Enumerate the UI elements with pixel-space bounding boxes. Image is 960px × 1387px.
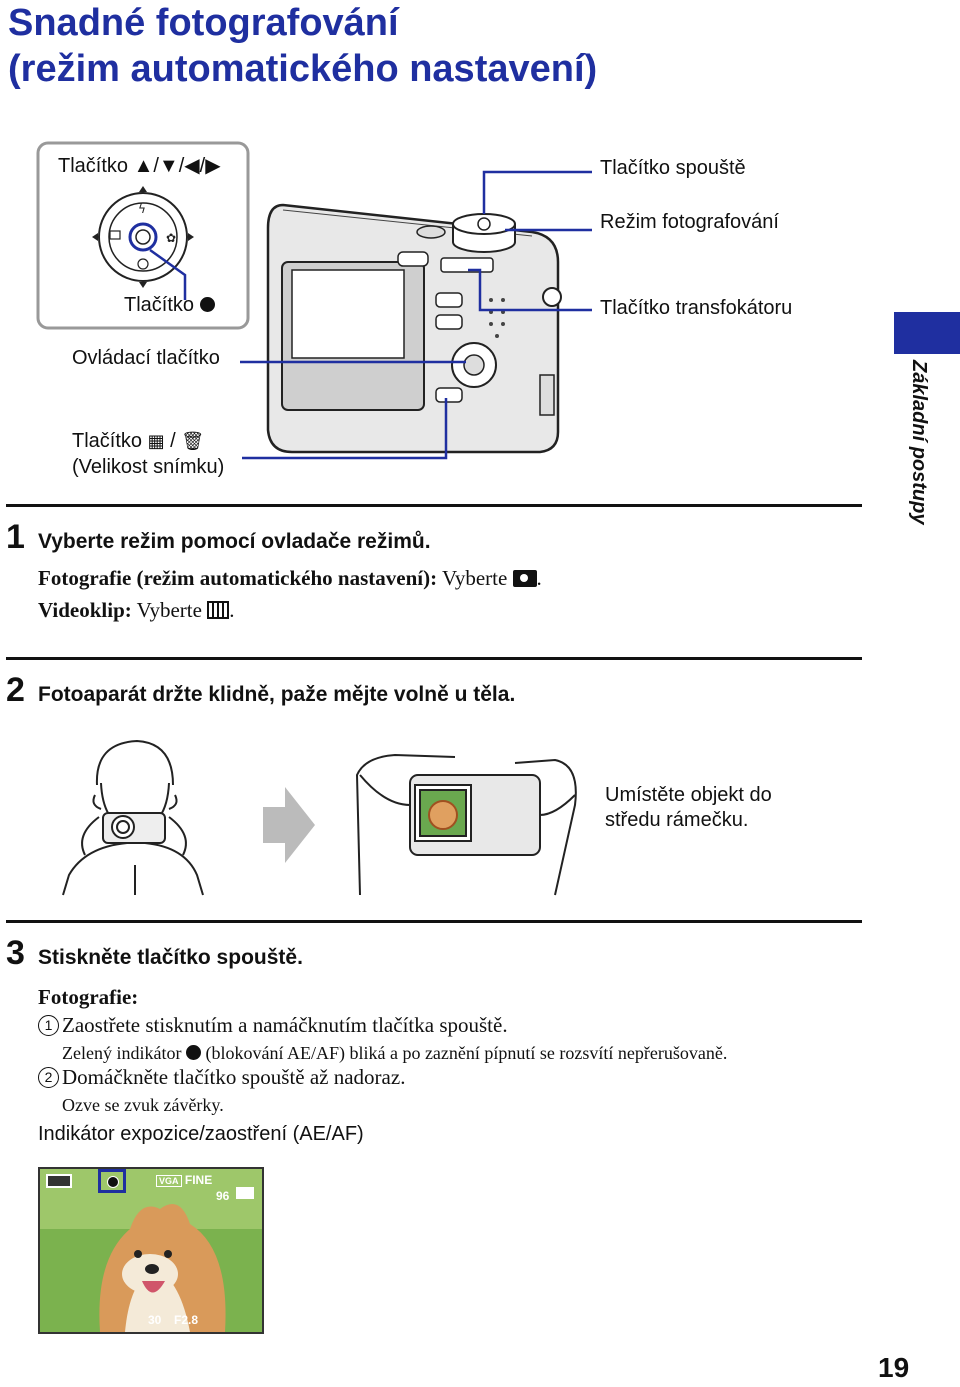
arrow-right-icon (263, 787, 315, 863)
step3-photo-label: Fotografie: (38, 985, 139, 1009)
page-title-line1: Snadné fotografování (8, 2, 399, 44)
size-button-label-text: Tlačítko (72, 430, 143, 452)
camera-mode-icon (512, 570, 537, 587)
step1-number: 1 (6, 518, 25, 556)
delete-icon: 🗑 (181, 431, 205, 452)
movie-mode-icon (207, 601, 230, 619)
step3-number: 3 (6, 934, 25, 972)
lcd-quality: FINE (184, 1173, 213, 1187)
step3-item2-note: Ozve se zvuk závěrky. (62, 1095, 224, 1115)
step3-divider (6, 920, 862, 923)
page-title-line2: (režim automatického nastavení) (8, 48, 598, 90)
battery-icon (46, 1174, 72, 1188)
step1-divider (6, 504, 862, 507)
step3-item2-number: 2 (38, 1067, 59, 1088)
dog-photo (40, 1169, 262, 1332)
step1-photo-line: Fotografie (režim automatického nastaven… (38, 566, 542, 590)
camera-body-icon (266, 203, 562, 454)
lcd-shutter-speed: 30 (148, 1313, 162, 1327)
size-button-label: Tlačítko ▦ / 🗑 (72, 430, 205, 452)
step3-heading: Stiskněte tlačítko spouště. (38, 946, 303, 969)
lcd-preview: VGA FINE 96 30 F2.8 (38, 1167, 264, 1334)
section-tab-label: Základní postupy (908, 360, 930, 525)
lcd-aperture: F2.8 (174, 1313, 199, 1327)
step2-hint-line1: Umístěte objekt do (605, 784, 772, 806)
step3-item1-note-a: Zelený indikátor (62, 1043, 182, 1063)
center-dot-icon (199, 297, 215, 312)
control-button-label: Ovládací tlačítko (72, 347, 220, 369)
lcd-image-size: VGA (156, 1175, 182, 1187)
step3-item1-text: Zaostřete stisknutím a namáčknutím tlačí… (62, 1013, 508, 1037)
page-number: 19 (878, 1352, 910, 1383)
ae-af-indicator-label: Indikátor expozice/zaostření (AE/AF) (38, 1123, 364, 1145)
step1-photo-text: Vyberte (441, 566, 508, 590)
center-button-label: Tlačítko (124, 294, 215, 317)
step1-photo-bold: Fotografie (režim automatického nastaven… (38, 566, 438, 590)
step3-item2-text: Domáčkněte tlačítko spouště až nadoraz. (62, 1065, 406, 1089)
step1-heading: Vyberte režim pomocí ovladače režimů. (38, 530, 431, 553)
image-size-icon: ▦ (147, 431, 165, 452)
section-tab-marker (894, 312, 960, 354)
svg-text:ϟ: ϟ (138, 202, 146, 216)
center-button-label-text: Tlačítko (124, 294, 195, 316)
step2-hint-line2: středu rámečku. (605, 809, 749, 831)
step3-item1-note: Zelený indikátor (blokování AE/AF) bliká… (62, 1043, 727, 1064)
step1-video-bold: Videoklip: (38, 598, 132, 622)
person-icon (62, 739, 204, 896)
mode-dial-label: Režim fotografování (600, 211, 779, 233)
lcd-remaining: 96 (216, 1189, 230, 1203)
camera-diagram: ϟ ✿ (36, 141, 592, 460)
holding-camera-illustration (62, 739, 577, 896)
step1-video-line: Videoklip: Vyberte . (38, 598, 235, 622)
indicator-dot-icon (185, 1045, 201, 1060)
hands-camera-icon (355, 753, 577, 896)
ae-af-lock-icon (107, 1176, 119, 1188)
zoom-button-label: Tlačítko transfokátoru (600, 297, 793, 319)
camera-mode-lcd-icon (236, 1187, 254, 1199)
control-pad-icon: ϟ ✿ (92, 186, 194, 288)
step1-video-text: Vyberte (136, 598, 202, 622)
arrow-buttons-label: Tlačítko ▲/▼/◀/▶ (58, 155, 221, 177)
ae-af-callout-box (98, 1169, 126, 1193)
step2-divider (6, 657, 862, 660)
lcd-size-quality: VGA FINE (156, 1173, 212, 1187)
step3-item1-number: 1 (38, 1015, 59, 1036)
step3-item1-note-b: (blokování AE/AF) bliká a po zaznění píp… (205, 1043, 728, 1063)
shutter-button-label: Tlačítko spouště (600, 157, 746, 179)
step2-heading: Fotoaparát držte klidně, paže mějte voln… (38, 683, 516, 706)
step2-number: 2 (6, 671, 25, 709)
svg-text:✿: ✿ (166, 231, 176, 245)
size-button-sublabel: (Velikost snímku) (72, 456, 225, 478)
